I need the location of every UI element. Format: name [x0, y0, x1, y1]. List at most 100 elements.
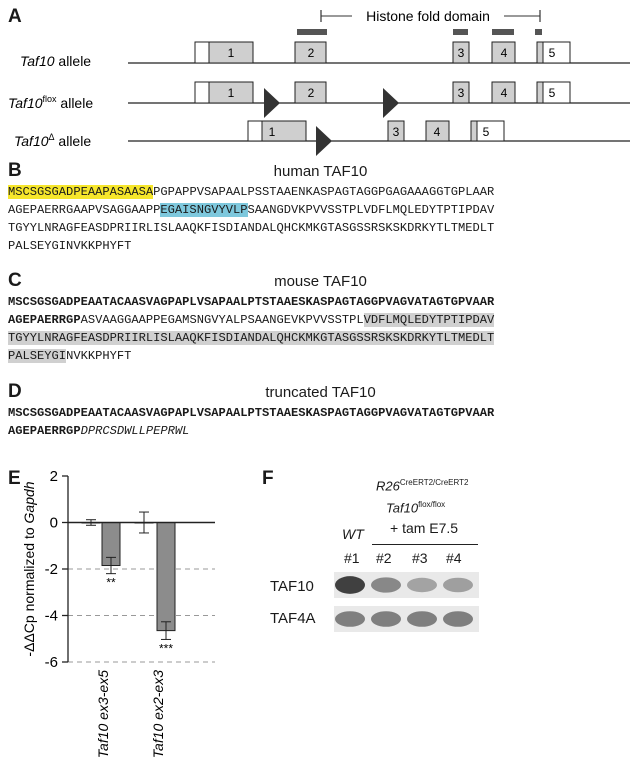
panel-label-b: B — [8, 160, 22, 181]
exon-5: 5 — [536, 81, 571, 104]
sequence-segment: MSCSGSGADPEAATACAASVAGPAPLVSAPAALPTSTAAE… — [8, 406, 495, 420]
sequence-line: TGYYLNRAGFEASDPRIIRLISLAAQKFISDIANDALQHC… — [8, 329, 495, 347]
svg-text:5: 5 — [483, 125, 490, 139]
domain-mark — [492, 29, 514, 35]
exon-5: 5 — [536, 41, 571, 64]
svg-text:2: 2 — [308, 86, 315, 100]
y-axis-label: -ΔΔCp normalized to Gapdh — [21, 481, 37, 656]
svg-text:3: 3 — [458, 46, 465, 60]
y-tick-label: -4 — [45, 608, 58, 625]
exon-1: 1 — [247, 120, 307, 142]
sequence-line: PALSEYGINVKKPHYFT — [8, 347, 494, 365]
sequence-line: MSCSGSGADPEAATACAASVAGPAPLVSAPAALPTSTAAE… — [8, 404, 494, 422]
svg-text:3: 3 — [458, 86, 465, 100]
sequence-line: AGEPAERRGPASVAAGGAAPPEGAMSNGVYALPSAANGEV… — [8, 311, 495, 329]
sequence-line: MSCSGSGADPEAATACAASVAGPAPLVSAPAALPTSTAAE… — [8, 293, 494, 311]
x-category-label: Taf10 ex2-ex3 — [150, 670, 166, 758]
panel-label-d: D — [8, 381, 22, 402]
y-tick-label: -2 — [45, 561, 58, 578]
sequence-segment: PGPAPPVSAPAALPSSTAAENKASPAGTAGGPGAGAAAGG… — [153, 185, 495, 199]
sequence-segment: PALSEYGINVKKPHYFT — [8, 239, 132, 253]
blot-band — [407, 577, 437, 593]
sequence-line: AGEPAERRGPDPRCSDWLLPEPRWL — [8, 422, 494, 440]
exon-3: 3 — [387, 120, 405, 142]
exon-4: 4 — [425, 120, 450, 142]
sequence-line: MSCSGSGADPEAAPASAASAPGPAPPVSAPAALPSSTAAE… — [8, 183, 494, 201]
sequence-segment: EGAISNGVYVLP — [160, 203, 248, 217]
blot-label-taf4a: TAF4A — [270, 610, 316, 627]
exon-5: 5 — [470, 120, 505, 142]
sequence-segment: AGEPAERRGP — [8, 424, 81, 438]
x-category-label: Taf10 ex3-ex5 — [95, 670, 111, 758]
sequence-segment: TGYYLNRAGFEASDPRIIRLISLAAQKFISDIANDALQHC… — [8, 331, 495, 345]
sequence-segment: AGEPAERRGP — [8, 313, 81, 327]
exon-1: 1 — [194, 81, 254, 104]
svg-text:5: 5 — [549, 46, 556, 60]
loxp-site-icon — [264, 88, 280, 118]
y-tick-label: -6 — [45, 654, 58, 671]
lane-label: #1 — [344, 550, 360, 566]
blot-band — [335, 611, 365, 627]
sequence-segment: ASVAAGGAAPPEGAMSNGVYALPSAANGEVKPVVSSTPL — [80, 313, 364, 327]
svg-text:1: 1 — [228, 86, 235, 100]
blot-band — [371, 577, 401, 593]
loxp-site-icon — [383, 88, 399, 118]
blot-band — [443, 611, 473, 627]
histone-fold-label: Histone fold domain — [366, 8, 490, 24]
mouse-taf10-sequence: MSCSGSGADPEAATACAASVAGPAPLVSAPAALPTSTAAE… — [8, 293, 495, 365]
human-taf10-title: human TAF10 — [273, 163, 368, 180]
sequence-segment: MSCSGSGADPEAAPASAASA — [8, 185, 154, 199]
lane-label: #4 — [446, 550, 462, 566]
genotype-line-1: R26CreERT2/CreERT2 — [376, 478, 469, 494]
allele-label-wt: Taf10 allele — [20, 53, 91, 69]
panel-label-f: F — [262, 468, 274, 489]
sequence-line: PALSEYGINVKKPHYFT — [8, 237, 494, 255]
domain-mark — [297, 29, 327, 35]
blot-label-taf10: TAF10 — [270, 578, 314, 595]
western-blot-panel: R26CreERT2/CreERT2 Taf10flox/flox WT + t… — [270, 470, 620, 670]
loxp-site-icon — [316, 126, 332, 156]
treatment-label: + tam E7.5 — [390, 520, 459, 536]
exon-3: 3 — [452, 41, 470, 64]
bar — [156, 522, 176, 632]
allele-label-delta: Taf10Δ allele — [14, 132, 91, 149]
sequence-segment: NVKKPHYFT — [66, 349, 132, 363]
svg-text:1: 1 — [269, 125, 276, 139]
panel-label-e: E — [8, 468, 21, 489]
domain-mark — [453, 29, 468, 35]
sequence-segment: VDFLMQLEDYTPTIPDAV — [363, 313, 495, 327]
lane-label: #3 — [412, 550, 428, 566]
domain-mark — [535, 29, 542, 35]
qpcr-bar-chart: 20-2-4-6**Taf10 ex3-ex5***Taf10 ex2-ex3-… — [21, 468, 215, 758]
blot-band — [407, 611, 437, 627]
sequence-line: AGEPAERRGAAPVSAGGAAPPEGAISNGVYVLPSAANGDV… — [8, 201, 494, 219]
sequence-line: TGYYLNRAGFEASDPRIIRLISLAAQKFISDIANDALQHC… — [8, 219, 494, 237]
treatment-underline — [372, 544, 478, 545]
svg-text:4: 4 — [434, 125, 441, 139]
svg-text:2: 2 — [308, 46, 315, 60]
truncated-taf10-title: truncated TAF10 — [265, 384, 376, 401]
genotype-line-2: Taf10flox/flox — [386, 500, 446, 516]
exon-4: 4 — [491, 41, 516, 64]
svg-text:4: 4 — [501, 46, 508, 60]
sequence-segment: TGYYLNRAGFEASDPRIIRLISLAAQKFISDIANDALQHC… — [8, 221, 495, 235]
blot-band — [335, 576, 365, 594]
sequence-segment: DPRCSDWLLPEPRWL — [80, 424, 190, 438]
blot-band — [443, 577, 473, 593]
mouse-taf10-title: mouse TAF10 — [274, 273, 367, 290]
panel-label-c: C — [8, 270, 22, 291]
wt-label: WT — [342, 526, 364, 542]
truncated-taf10-sequence: MSCSGSGADPEAATACAASVAGPAPLVSAPAALPTSTAAE… — [8, 404, 494, 440]
significance-mark: *** — [159, 641, 173, 655]
panel-label-a: A — [8, 6, 22, 27]
blot-band — [371, 611, 401, 627]
allele-diagram: Histone fold domain Taf10 allele 1 2 3 4… — [8, 8, 630, 156]
blot-image — [334, 572, 479, 632]
significance-mark: ** — [106, 576, 116, 590]
svg-text:1: 1 — [228, 46, 235, 60]
lane-label: #2 — [376, 550, 392, 566]
sequence-segment: SAANGDVKPVVSSTPLVDFLMQLEDYTPTIPDAV — [247, 203, 495, 217]
svg-text:4: 4 — [501, 86, 508, 100]
exon-2: 2 — [294, 81, 327, 104]
sequence-segment: AGEPAERRGAAPVSAGGAAPP — [8, 203, 161, 217]
